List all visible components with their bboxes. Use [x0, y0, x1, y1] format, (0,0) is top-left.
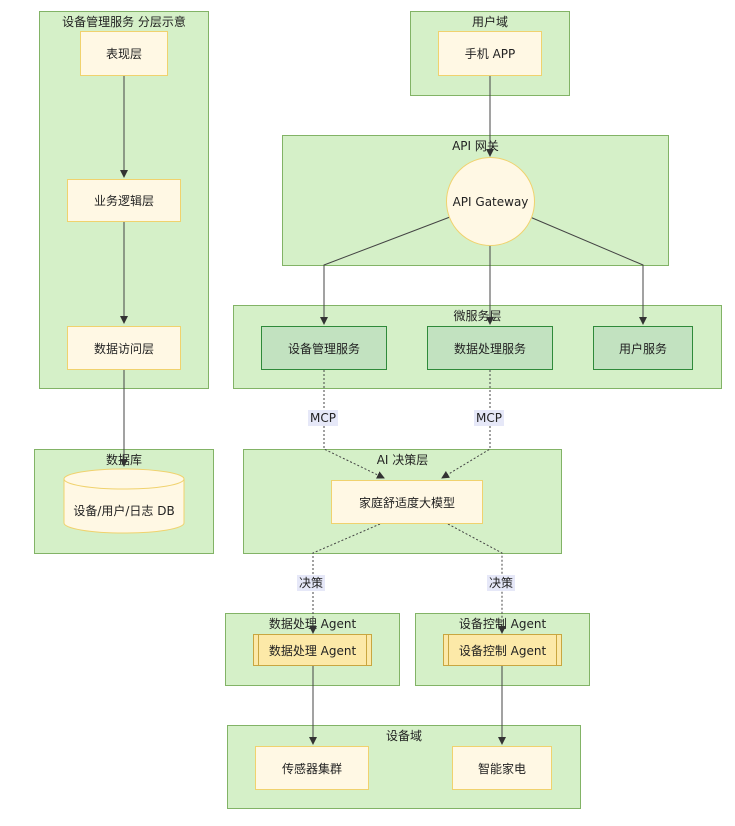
- agent-right-bar: [556, 635, 561, 665]
- decision-label-right: 决策: [487, 575, 516, 591]
- data-agent-node[interactable]: 数据处理 Agent: [253, 634, 372, 666]
- mcp-label-right: MCP: [474, 410, 504, 426]
- decision-label-left: 决策: [297, 575, 326, 591]
- device-domain-title: 设备域: [385, 729, 422, 743]
- business-layer-node[interactable]: 业务逻辑层: [67, 179, 181, 222]
- user-service-node[interactable]: 用户服务: [593, 326, 693, 370]
- edge-mcp-right: [441, 370, 491, 479]
- agent-left-bar: [254, 635, 259, 665]
- db-label: 设备/用户/日志 DB: [73, 504, 175, 518]
- sensors-node[interactable]: 传感器集群: [255, 746, 369, 790]
- comfort-model-node[interactable]: 家庭舒适度大模型: [331, 480, 483, 524]
- data-agent-label: 数据处理 Agent: [268, 643, 357, 658]
- control-agent-node[interactable]: 设备控制 Agent: [443, 634, 562, 666]
- db-cylinder-icon: [63, 468, 185, 534]
- edge-decision-left: [309, 523, 381, 634]
- layers-group-title: 设备管理服务 分层示意: [62, 15, 186, 29]
- data-access-layer-node[interactable]: 数据访问层: [67, 326, 181, 370]
- device-mgmt-service-node[interactable]: 设备管理服务: [261, 326, 387, 370]
- ai-group-title: AI 决策层: [376, 453, 429, 467]
- mcp-label-left: MCP: [308, 410, 338, 426]
- api-gateway-node[interactable]: API Gateway: [446, 157, 535, 246]
- edge-gateway-user-service: [529, 216, 647, 325]
- appliances-node[interactable]: 智能家电: [452, 746, 552, 790]
- presentation-layer-node[interactable]: 表现层: [80, 31, 168, 76]
- control-agent-label: 设备控制 Agent: [458, 643, 547, 658]
- agent-left-bar: [444, 635, 449, 665]
- data-proc-service-node[interactable]: 数据处理服务: [427, 326, 553, 370]
- db-node[interactable]: 设备/用户/日志 DB: [63, 468, 185, 534]
- edge-gateway-device-mgmt: [320, 216, 451, 325]
- user-domain-title: 用户域: [471, 15, 508, 29]
- agent-right-bar: [366, 635, 371, 665]
- edge-decision-right: [447, 523, 506, 634]
- phone-app-node[interactable]: 手机 APP: [438, 31, 542, 76]
